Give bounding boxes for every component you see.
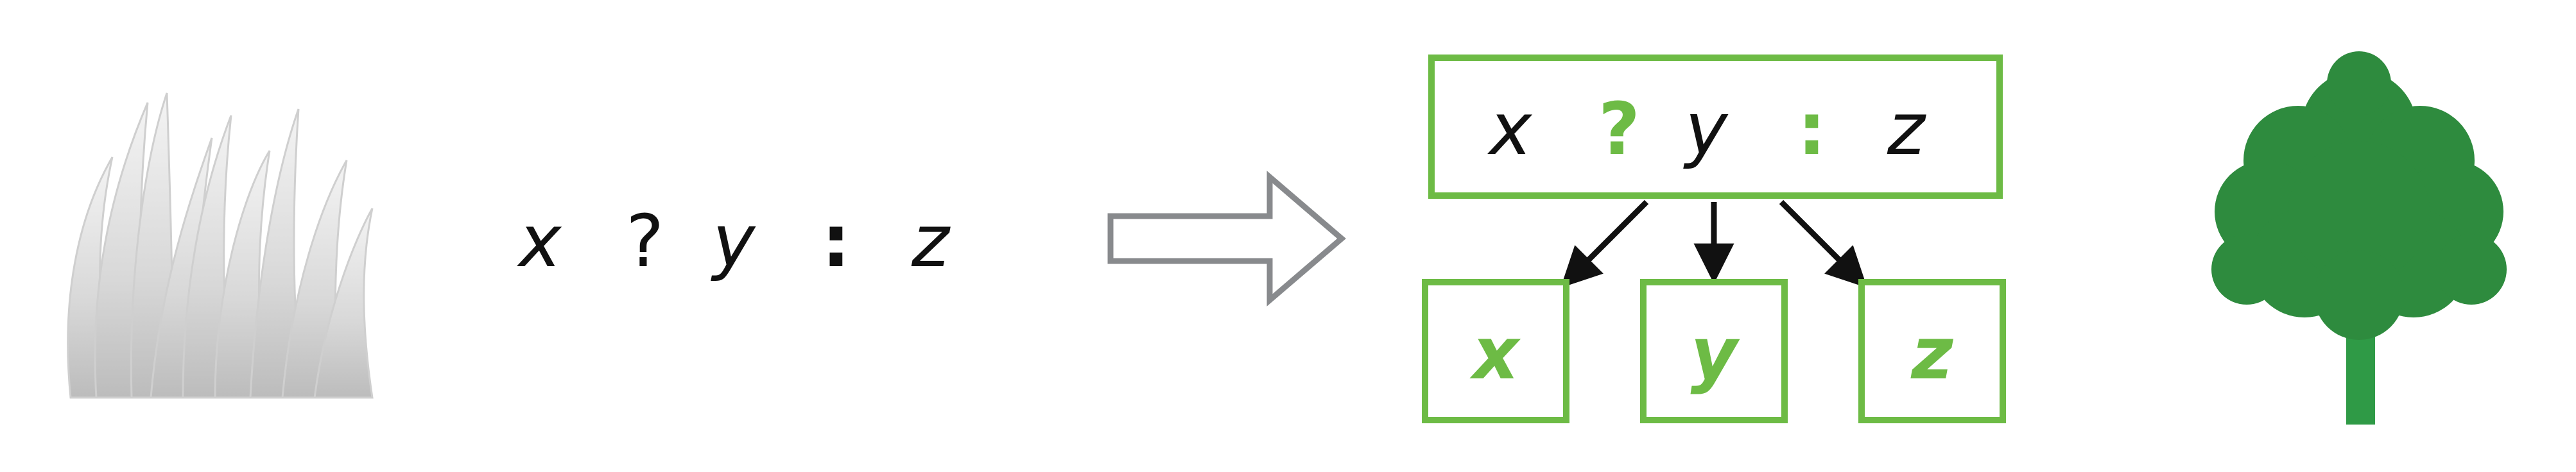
edge-to-z xyxy=(1779,199,1867,288)
tree-icon xyxy=(2211,51,2507,425)
svg-text::: : xyxy=(1797,88,1826,171)
svg-text:y: y xyxy=(1683,88,1729,171)
svg-text:y: y xyxy=(1690,312,1740,396)
root-node-box xyxy=(1428,55,2003,199)
svg-text:z: z xyxy=(1910,312,1953,396)
child-node-z: z xyxy=(1858,279,2006,423)
token-colon: : xyxy=(822,200,851,283)
token-z: z xyxy=(911,200,951,283)
token-question: ? xyxy=(626,200,664,283)
svg-text:x: x xyxy=(1469,312,1521,396)
svg-text:z: z xyxy=(1887,88,1926,171)
hollow-right-arrow-icon xyxy=(1107,171,1346,307)
child-node-y: y xyxy=(1640,279,1788,423)
token-x: x xyxy=(517,200,562,283)
syntax-tree: x ? y : z x y z xyxy=(1422,55,2006,423)
svg-text:x: x xyxy=(1487,88,1533,171)
flat-expression: x ? y : z xyxy=(517,200,951,283)
edge-to-x xyxy=(1560,199,1649,288)
child-node-x: x xyxy=(1422,279,1569,423)
root-node-label: x ? y : z xyxy=(1487,88,1926,171)
svg-text:?: ? xyxy=(1598,88,1640,171)
grass-icon xyxy=(67,92,374,399)
token-y: y xyxy=(711,200,756,283)
